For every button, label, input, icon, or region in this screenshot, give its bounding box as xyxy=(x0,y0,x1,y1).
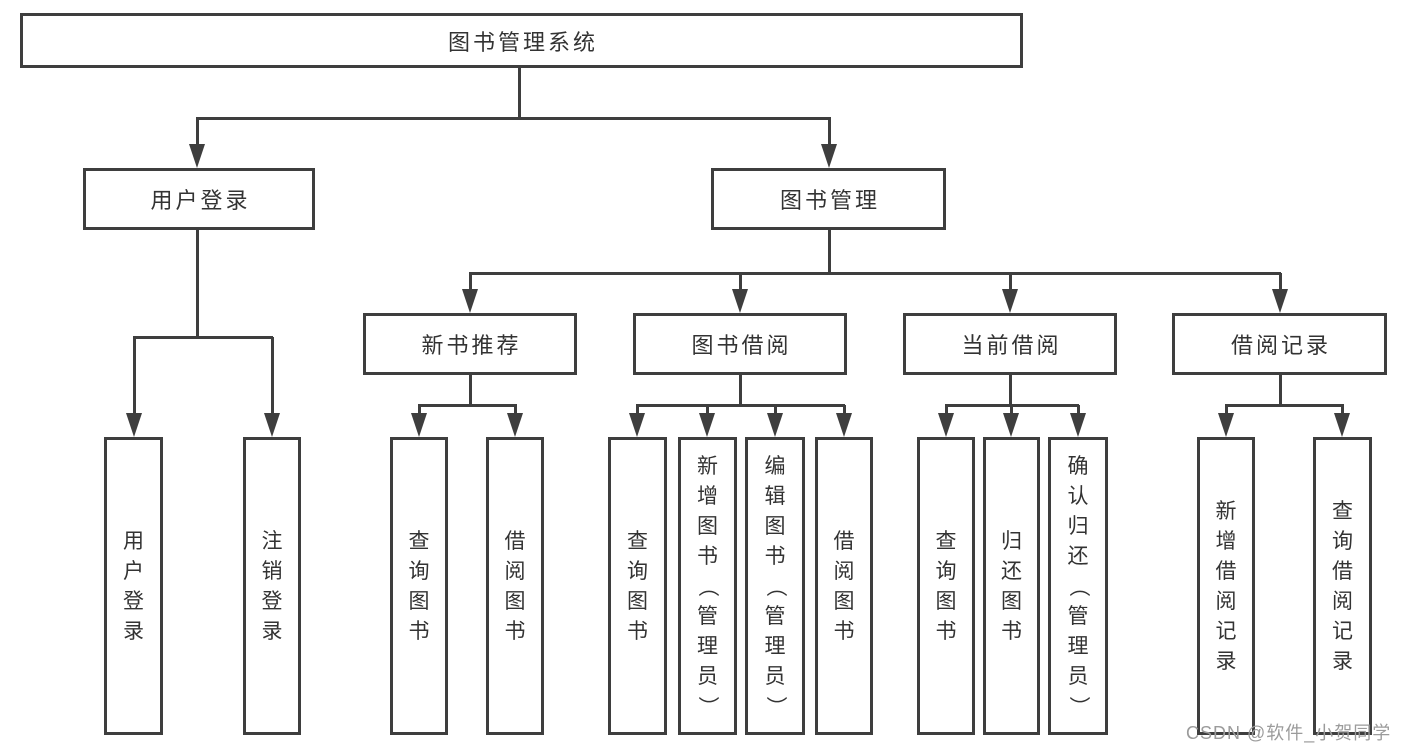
connector-line xyxy=(636,404,845,407)
connector-line xyxy=(518,68,521,118)
connector-line xyxy=(418,404,517,407)
connector-line xyxy=(271,337,274,415)
connector-line xyxy=(828,230,831,275)
leaf-confirm-return-admin: 确认归还（管理员） xyxy=(1048,437,1108,735)
leaf-borrow-books-recommend: 借阅图书 xyxy=(486,437,544,735)
leaf-edit-book-admin: 编辑图书（管理员） xyxy=(745,437,805,735)
connector-line xyxy=(469,375,472,407)
arrow-down-icon xyxy=(1003,413,1019,437)
connector-line xyxy=(739,375,742,407)
connector-line xyxy=(1009,375,1012,407)
connector-line xyxy=(1341,405,1344,417)
connector-line xyxy=(418,405,421,417)
arrow-down-icon xyxy=(732,289,748,313)
arrow-down-icon xyxy=(821,144,837,168)
connector-line xyxy=(1009,273,1012,291)
connector-line xyxy=(706,405,709,417)
connector-line xyxy=(636,405,639,417)
leaf-logout: 注销登录 xyxy=(243,437,301,735)
leaf-add-book-admin: 新增图书（管理员） xyxy=(678,437,737,735)
arrow-down-icon xyxy=(462,289,478,313)
leaf-borrow-books: 借阅图书 xyxy=(815,437,873,735)
arrow-down-icon xyxy=(507,413,523,437)
arrow-down-icon xyxy=(629,413,645,437)
connector-line xyxy=(196,117,831,120)
connector-line xyxy=(196,118,199,146)
arrow-down-icon xyxy=(767,413,783,437)
connector-line xyxy=(133,337,136,415)
leaf-user-login: 用户登录 xyxy=(104,437,163,735)
connector-line xyxy=(739,273,742,291)
arrow-down-icon xyxy=(1002,289,1018,313)
arrow-down-icon xyxy=(264,413,280,437)
arrow-down-icon xyxy=(189,144,205,168)
arrow-down-icon xyxy=(836,413,852,437)
leaf-query-books-borrow: 查询图书 xyxy=(608,437,667,735)
connector-line xyxy=(196,230,199,339)
watermark: CSDN @软件_小贺同学 xyxy=(1186,723,1392,743)
connector-line xyxy=(1225,405,1228,417)
connector-line xyxy=(843,405,846,417)
arrow-down-icon xyxy=(1272,289,1288,313)
connector-line xyxy=(774,405,777,417)
connector-line xyxy=(945,405,948,417)
leaf-query-books-current: 查询图书 xyxy=(917,437,975,735)
connector-line xyxy=(469,272,1281,275)
arrow-down-icon xyxy=(1218,413,1234,437)
connector-line xyxy=(469,273,472,291)
connector-line xyxy=(828,118,831,146)
connector-line xyxy=(1279,273,1282,291)
leaf-return-books: 归还图书 xyxy=(983,437,1040,735)
arrow-down-icon xyxy=(1070,413,1086,437)
arrow-down-icon xyxy=(699,413,715,437)
leaf-query-borrow-record: 查询借阅记录 xyxy=(1313,437,1372,735)
arrow-down-icon xyxy=(411,413,427,437)
arrow-down-icon xyxy=(938,413,954,437)
node-user-login: 用户登录 xyxy=(83,168,315,230)
node-book-management: 图书管理 xyxy=(711,168,946,230)
arrow-down-icon xyxy=(1334,413,1350,437)
connector-line xyxy=(133,336,273,339)
node-new-book-recommend: 新书推荐 xyxy=(363,313,577,375)
node-library-system: 图书管理系统 xyxy=(20,13,1023,68)
connector-line xyxy=(1010,405,1013,417)
connector-line xyxy=(1225,404,1344,407)
connector-line xyxy=(1077,405,1080,417)
arrow-down-icon xyxy=(126,413,142,437)
leaf-add-borrow-record: 新增借阅记录 xyxy=(1197,437,1255,735)
node-book-borrow: 图书借阅 xyxy=(633,313,847,375)
connector-line xyxy=(514,405,517,417)
node-borrow-records: 借阅记录 xyxy=(1172,313,1387,375)
leaf-query-books-recommend: 查询图书 xyxy=(390,437,448,735)
node-current-borrow: 当前借阅 xyxy=(903,313,1117,375)
connector-line xyxy=(1279,375,1282,407)
